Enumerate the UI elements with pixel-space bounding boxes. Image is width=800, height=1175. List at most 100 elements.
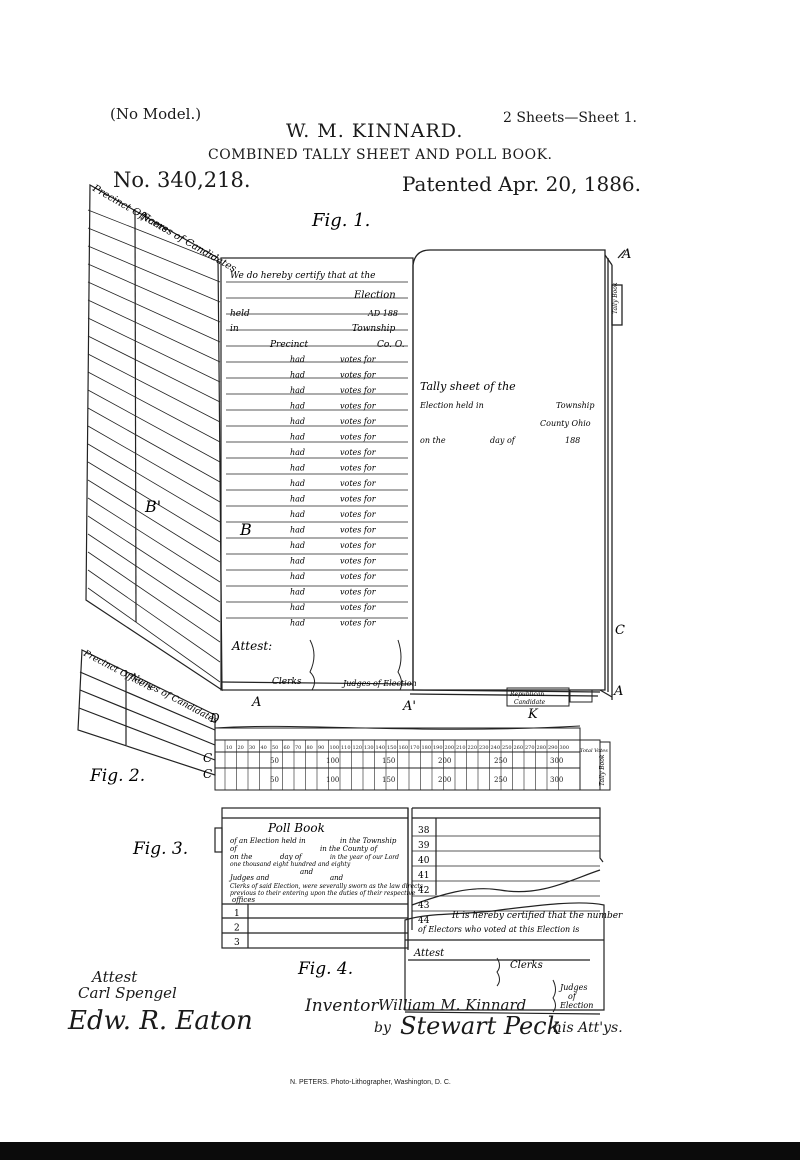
votes-for-label: votes for	[340, 433, 377, 442]
votes-for-label: votes for	[340, 448, 377, 457]
votes-for-label: votes for	[340, 495, 377, 504]
fig3-poll-book	[214, 807, 604, 950]
oath-line-4: in the County of	[320, 845, 378, 853]
had-label: had	[290, 557, 305, 566]
tally-row-mark: 200	[438, 757, 451, 765]
fig1-spine-label: Tally Book	[612, 282, 619, 314]
tally-number: 250	[502, 745, 512, 751]
votes-for-label: votes for	[340, 572, 377, 581]
votes-for-label: votes for	[340, 526, 377, 535]
cert-line-precinct: Precinct	[269, 340, 308, 350]
poll-row-number: 1	[234, 909, 240, 919]
cert-line-co: Co. O.	[377, 340, 405, 350]
by-label: by	[374, 1020, 391, 1036]
fig1-clerks: Clerks	[272, 677, 302, 687]
attorneys-label: his Att'ys.	[553, 1020, 623, 1036]
had-label: had	[290, 386, 305, 395]
had-label: had	[290, 479, 305, 488]
tally-row-mark: 150	[382, 757, 395, 765]
tally-number: 260	[514, 745, 524, 751]
tally-line-1: Tally sheet of the	[420, 380, 516, 393]
had-label: had	[290, 371, 305, 380]
fig4-clerks: Clerks	[510, 960, 543, 971]
oath-line-10: Judges and	[228, 874, 270, 882]
tally-number: 170	[410, 745, 420, 751]
cert-line-township: Township	[352, 324, 396, 334]
had-label: had	[290, 355, 305, 364]
inventor-label: Inventor	[305, 996, 379, 1016]
oath-line-2: in the Township	[340, 837, 397, 845]
cert-line-election: Election	[353, 290, 396, 301]
poll-row-number: 38	[418, 826, 430, 836]
had-label: had	[290, 541, 305, 550]
ref-c-fig2-upper: C	[203, 751, 212, 765]
oath-line-11: and	[330, 874, 344, 882]
cert-line-in: in	[230, 324, 239, 334]
tally-number: 40	[261, 745, 267, 751]
had-label: had	[290, 464, 305, 473]
inventor-signature: William M. Kinnard	[378, 996, 527, 1014]
tally-number: 140	[376, 745, 386, 751]
sheet-count: 2 Sheets—Sheet 1.	[503, 110, 637, 126]
tally-line-7: 188	[565, 436, 580, 445]
tally-number: 210	[456, 745, 466, 751]
poll-row-number: 43	[418, 901, 430, 911]
ref-a-left: A	[251, 695, 261, 710]
ref-b-prime: B'	[144, 497, 161, 516]
cert-line-1: We do hereby certify that at the	[230, 271, 375, 281]
tally-row-mark: 50	[270, 776, 279, 784]
fig4-judges-2: of	[568, 992, 578, 1001]
votes-for-label: votes for	[340, 619, 377, 628]
patent-title: COMBINED TALLY SHEET AND POLL BOOK.	[208, 147, 553, 163]
oath-line-13: previous to their entering upon the duti…	[230, 890, 416, 897]
fig4-cert-line-2: of Electors who voted at this Election i…	[418, 925, 579, 934]
fig4-certificate	[404, 902, 605, 1015]
poll-row-number: 40	[418, 856, 430, 866]
tally-number: 280	[537, 745, 547, 751]
tally-number: 230	[479, 745, 489, 751]
ref-k: K	[527, 707, 539, 722]
votes-for-label: votes for	[340, 603, 377, 612]
tally-number: 100	[330, 745, 340, 751]
inventor-name: W. M. KINNARD.	[286, 120, 464, 142]
tally-number: 50	[272, 745, 278, 751]
poll-row-number: 39	[418, 841, 430, 851]
fig1-candidate: Candidate	[514, 699, 546, 706]
tally-number: 110	[341, 745, 351, 751]
fig1-middle-sheet	[220, 257, 414, 691]
tally-line-2: Election held in	[419, 401, 484, 410]
tally-number: 90	[318, 745, 324, 751]
oath-line-7: in the year of our Lord	[330, 854, 399, 861]
ref-d: D	[209, 711, 220, 725]
witness-2-signature: Edw. R. Eaton	[68, 1006, 253, 1036]
tally-row-mark: 200	[438, 776, 451, 784]
tally-number: 160	[399, 745, 409, 751]
tally-row-mark: 100	[326, 757, 339, 765]
fig4-label: Fig. 4.	[297, 959, 353, 979]
tally-row-mark: 150	[382, 776, 395, 784]
tally-number: 120	[353, 745, 363, 751]
tally-number: 270	[525, 745, 535, 751]
oath-line-6: day of	[280, 853, 303, 861]
patent-date: Patented Apr. 20, 1886.	[402, 172, 642, 196]
votes-for-label: votes for	[340, 464, 377, 473]
fig4-cert-line-1: It is hereby certified that the number	[451, 911, 623, 921]
tally-number: 70	[295, 745, 301, 751]
tally-number: 80	[307, 745, 313, 751]
attorney-signature: Stewart Peck	[400, 1012, 562, 1040]
fig3-title: Poll Book	[267, 821, 325, 835]
tally-number: 220	[468, 745, 478, 751]
ref-a-bottom: A	[613, 684, 623, 699]
votes-for-label: votes for	[340, 355, 377, 364]
tally-row-mark: 300	[550, 757, 563, 765]
scan-edge-bar	[0, 1142, 800, 1160]
poll-row-number: 42	[418, 886, 429, 896]
tally-row-mark: 50	[270, 757, 279, 765]
fig1-judges: Judges of Election	[341, 679, 417, 688]
tally-line-3: Township	[556, 401, 594, 410]
tally-number: 290	[548, 745, 558, 751]
tally-line-4: County Ohio	[540, 419, 591, 428]
fig2-label: Fig. 2.	[89, 766, 145, 786]
